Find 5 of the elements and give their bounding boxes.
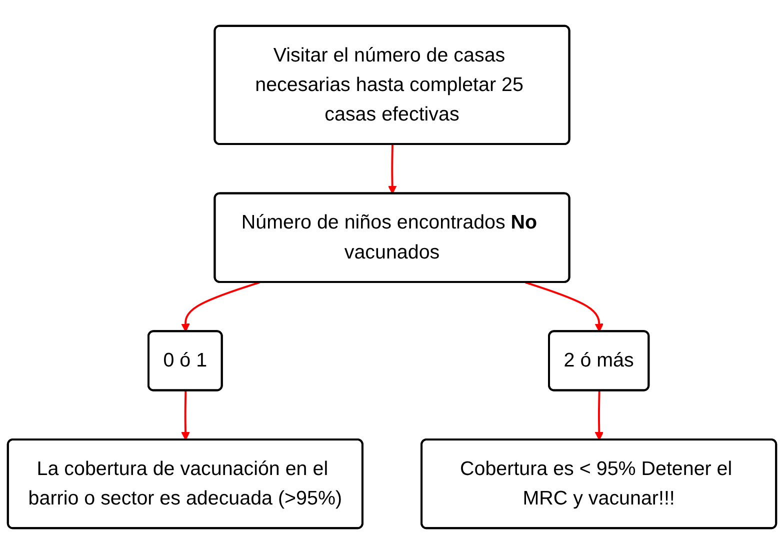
arrow — [525, 281, 604, 332]
arrow — [181, 390, 190, 440]
arrow — [388, 144, 397, 194]
arrow — [181, 281, 260, 332]
arrow — [594, 390, 604, 440]
